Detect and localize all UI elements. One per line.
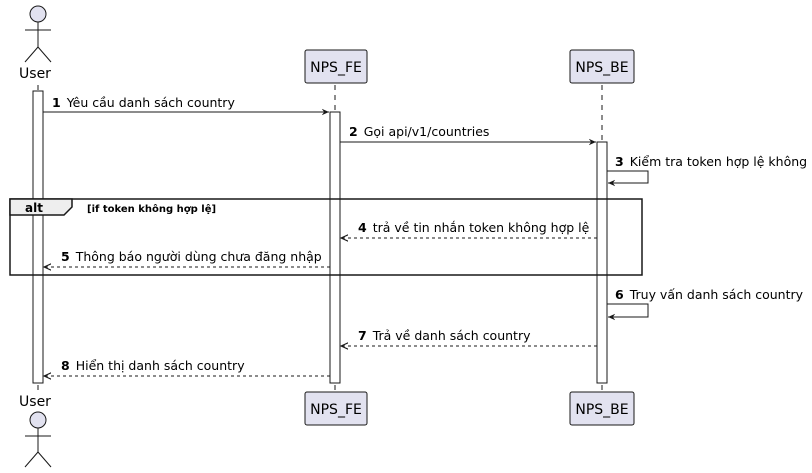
participant-fe-bottom: NPS_FE (304, 391, 368, 426)
message-arrow-3 (607, 170, 649, 187)
alt-keyword: alt (25, 201, 43, 215)
actor-user-top: User (19, 5, 52, 82)
message-arrow-6 (607, 303, 649, 321)
alt-frame-tab (9, 198, 73, 216)
participant-be-label-bottom: NPS_BE (575, 402, 628, 418)
actor-user-label-bottom: User (19, 394, 51, 410)
activation-fe (329, 111, 341, 384)
actor-user-bottom: User (19, 394, 52, 468)
actor-head-icon (29, 5, 47, 23)
participant-be-top: NPS_BE (569, 49, 635, 84)
activation-be (596, 141, 608, 384)
participant-fe-label-top: NPS_FE (310, 60, 362, 76)
participant-fe-label-bottom: NPS_FE (310, 402, 362, 418)
actor-user-label-top: User (19, 66, 51, 82)
activation-user (32, 90, 44, 384)
alt-frame-box (9, 198, 643, 276)
alt-frame: alt [if token không hợp lệ] (9, 198, 643, 276)
participant-be-bottom: NPS_BE (569, 391, 635, 426)
participant-be-label-top: NPS_BE (575, 60, 628, 76)
actor-head-icon (29, 411, 47, 429)
activation-bars (32, 90, 608, 384)
alt-condition: [if token không hợp lệ] (87, 203, 216, 215)
participant-fe-top: NPS_FE (304, 49, 368, 84)
